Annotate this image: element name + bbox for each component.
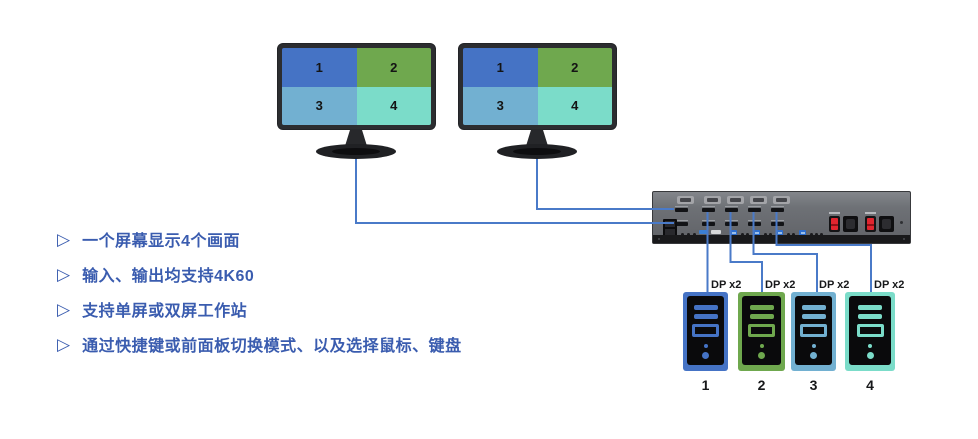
screw bbox=[903, 238, 905, 240]
label-dash bbox=[865, 212, 876, 214]
computer-number-2: 2 bbox=[757, 377, 766, 393]
hdmi-port bbox=[674, 206, 688, 212]
hdmi-port bbox=[771, 206, 784, 212]
vga-port bbox=[750, 196, 767, 204]
quadrant-label: 4 bbox=[571, 98, 579, 114]
quadrant-label: 1 bbox=[315, 59, 323, 75]
computer-tower-1 bbox=[683, 292, 728, 371]
quadrant-label: 2 bbox=[390, 59, 398, 75]
vga-port bbox=[727, 196, 744, 204]
computer-number-3: 3 bbox=[809, 377, 818, 393]
power-switch bbox=[865, 216, 876, 232]
computer-tower-2 bbox=[738, 292, 785, 371]
screen-quadrant-2: 2 bbox=[356, 48, 431, 87]
label-dash bbox=[829, 212, 840, 214]
feature-item: ▷ 支持单屏或双屏工作站 bbox=[57, 298, 462, 321]
hdmi-port bbox=[725, 206, 738, 212]
vga-port bbox=[676, 196, 694, 204]
screen-quadrant-1: 1 bbox=[463, 48, 538, 87]
power-inlet bbox=[879, 216, 894, 232]
screen-quadrant-4: 4 bbox=[537, 86, 612, 125]
monitor-right-screen: 1 2 3 4 bbox=[463, 48, 612, 125]
hdmi-port bbox=[725, 220, 738, 226]
monitor-base bbox=[497, 144, 577, 159]
port-label-1: DP x2 bbox=[711, 279, 742, 291]
computer-tower-3 bbox=[791, 292, 836, 371]
quadrant-label: 3 bbox=[315, 98, 323, 114]
feature-item: ▷ 一个屏幕显示4个画面 bbox=[57, 228, 462, 251]
quadrant-label: 4 bbox=[390, 98, 398, 114]
triangle-bullet-icon: ▷ bbox=[57, 229, 71, 249]
usb-port bbox=[711, 230, 721, 234]
monitor-stand bbox=[345, 129, 367, 146]
computer-number-1: 1 bbox=[701, 377, 710, 393]
power-switch bbox=[829, 216, 840, 232]
usb-port bbox=[699, 230, 708, 234]
hdmi-port bbox=[748, 206, 761, 212]
triangle-bullet-icon: ▷ bbox=[57, 299, 71, 319]
computer-tower-4 bbox=[845, 292, 895, 371]
screen-quadrant-2: 2 bbox=[537, 48, 612, 87]
power-inlet bbox=[843, 216, 858, 232]
triangle-bullet-icon: ▷ bbox=[57, 264, 71, 284]
vga-port bbox=[704, 196, 721, 204]
hdmi-port bbox=[702, 206, 715, 212]
triangle-bullet-icon: ▷ bbox=[57, 334, 71, 354]
monitor-left: 1 2 3 4 bbox=[277, 43, 436, 130]
feature-item: ▷ 通过快捷键或前面板切换模式、以及选择鼠标、键盘 bbox=[57, 333, 462, 356]
feature-text: 一个屏幕显示4个画面 bbox=[82, 233, 240, 250]
monitor-base bbox=[316, 144, 396, 159]
screen-quadrant-1: 1 bbox=[282, 48, 357, 87]
hdmi-port bbox=[702, 220, 715, 226]
hdmi-port bbox=[674, 220, 688, 226]
computer-number-4: 4 bbox=[866, 377, 874, 393]
screen-quadrant-4: 4 bbox=[356, 86, 431, 125]
feature-text: 通过快捷键或前面板切换模式、以及选择鼠标、键盘 bbox=[82, 338, 462, 355]
hdmi-port bbox=[748, 220, 761, 226]
quadrant-label: 3 bbox=[496, 98, 504, 114]
vga-port bbox=[773, 196, 790, 204]
audio-jack bbox=[687, 233, 690, 236]
screen-quadrant-3: 3 bbox=[463, 86, 538, 125]
port-label-4: DP x2 bbox=[874, 279, 905, 291]
port-label-2: DP x2 bbox=[765, 279, 796, 291]
monitor-stand bbox=[526, 129, 548, 146]
hdmi-port bbox=[771, 220, 784, 226]
ground-screw bbox=[900, 221, 903, 224]
audio-jack bbox=[693, 233, 696, 236]
switch-bottom-strip bbox=[653, 235, 910, 243]
screw bbox=[658, 238, 660, 240]
port-label-3: DP x2 bbox=[819, 279, 850, 291]
feature-text: 输入、输出均支持4K60 bbox=[82, 268, 255, 285]
quadrant-label: 1 bbox=[496, 59, 504, 75]
quadrant-label: 2 bbox=[571, 59, 579, 75]
cable-monitor-left bbox=[355, 151, 674, 224]
screen-quadrant-3: 3 bbox=[282, 86, 357, 125]
feature-text: 支持单屏或双屏工作站 bbox=[82, 303, 248, 320]
audio-jack bbox=[681, 233, 684, 236]
monitor-left-screen: 1 2 3 4 bbox=[282, 48, 431, 125]
feature-item: ▷ 输入、输出均支持4K60 bbox=[57, 263, 462, 286]
kvm-switch bbox=[652, 191, 911, 244]
monitor-right: 1 2 3 4 bbox=[458, 43, 617, 130]
feature-list: ▷ 一个屏幕显示4个画面 ▷ 输入、输出均支持4K60 ▷ 支持单屏或双屏工作站… bbox=[57, 228, 462, 368]
